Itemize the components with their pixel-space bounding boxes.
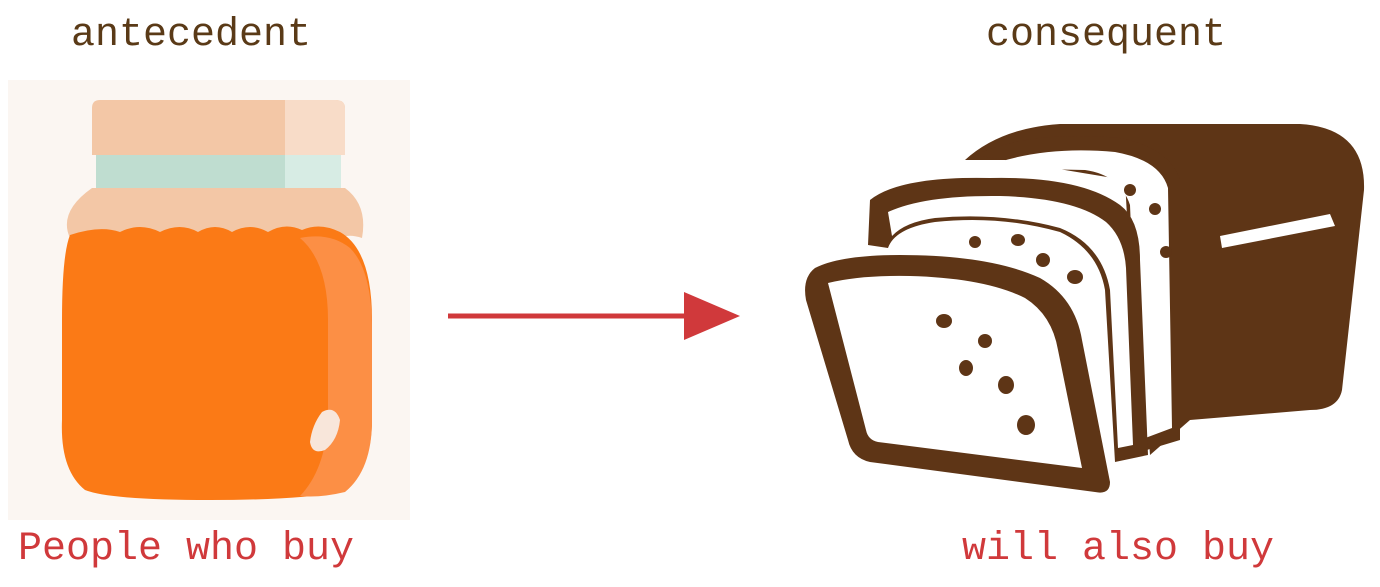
arrow-right-icon	[448, 292, 740, 340]
consequent-heading: consequent	[986, 13, 1227, 58]
jar-icon	[8, 80, 410, 520]
consequent-caption: will also buy	[962, 527, 1275, 572]
antecedent-caption: People who buy	[18, 527, 355, 572]
antecedent-heading: antecedent	[71, 13, 312, 58]
bread-icon	[805, 124, 1365, 493]
